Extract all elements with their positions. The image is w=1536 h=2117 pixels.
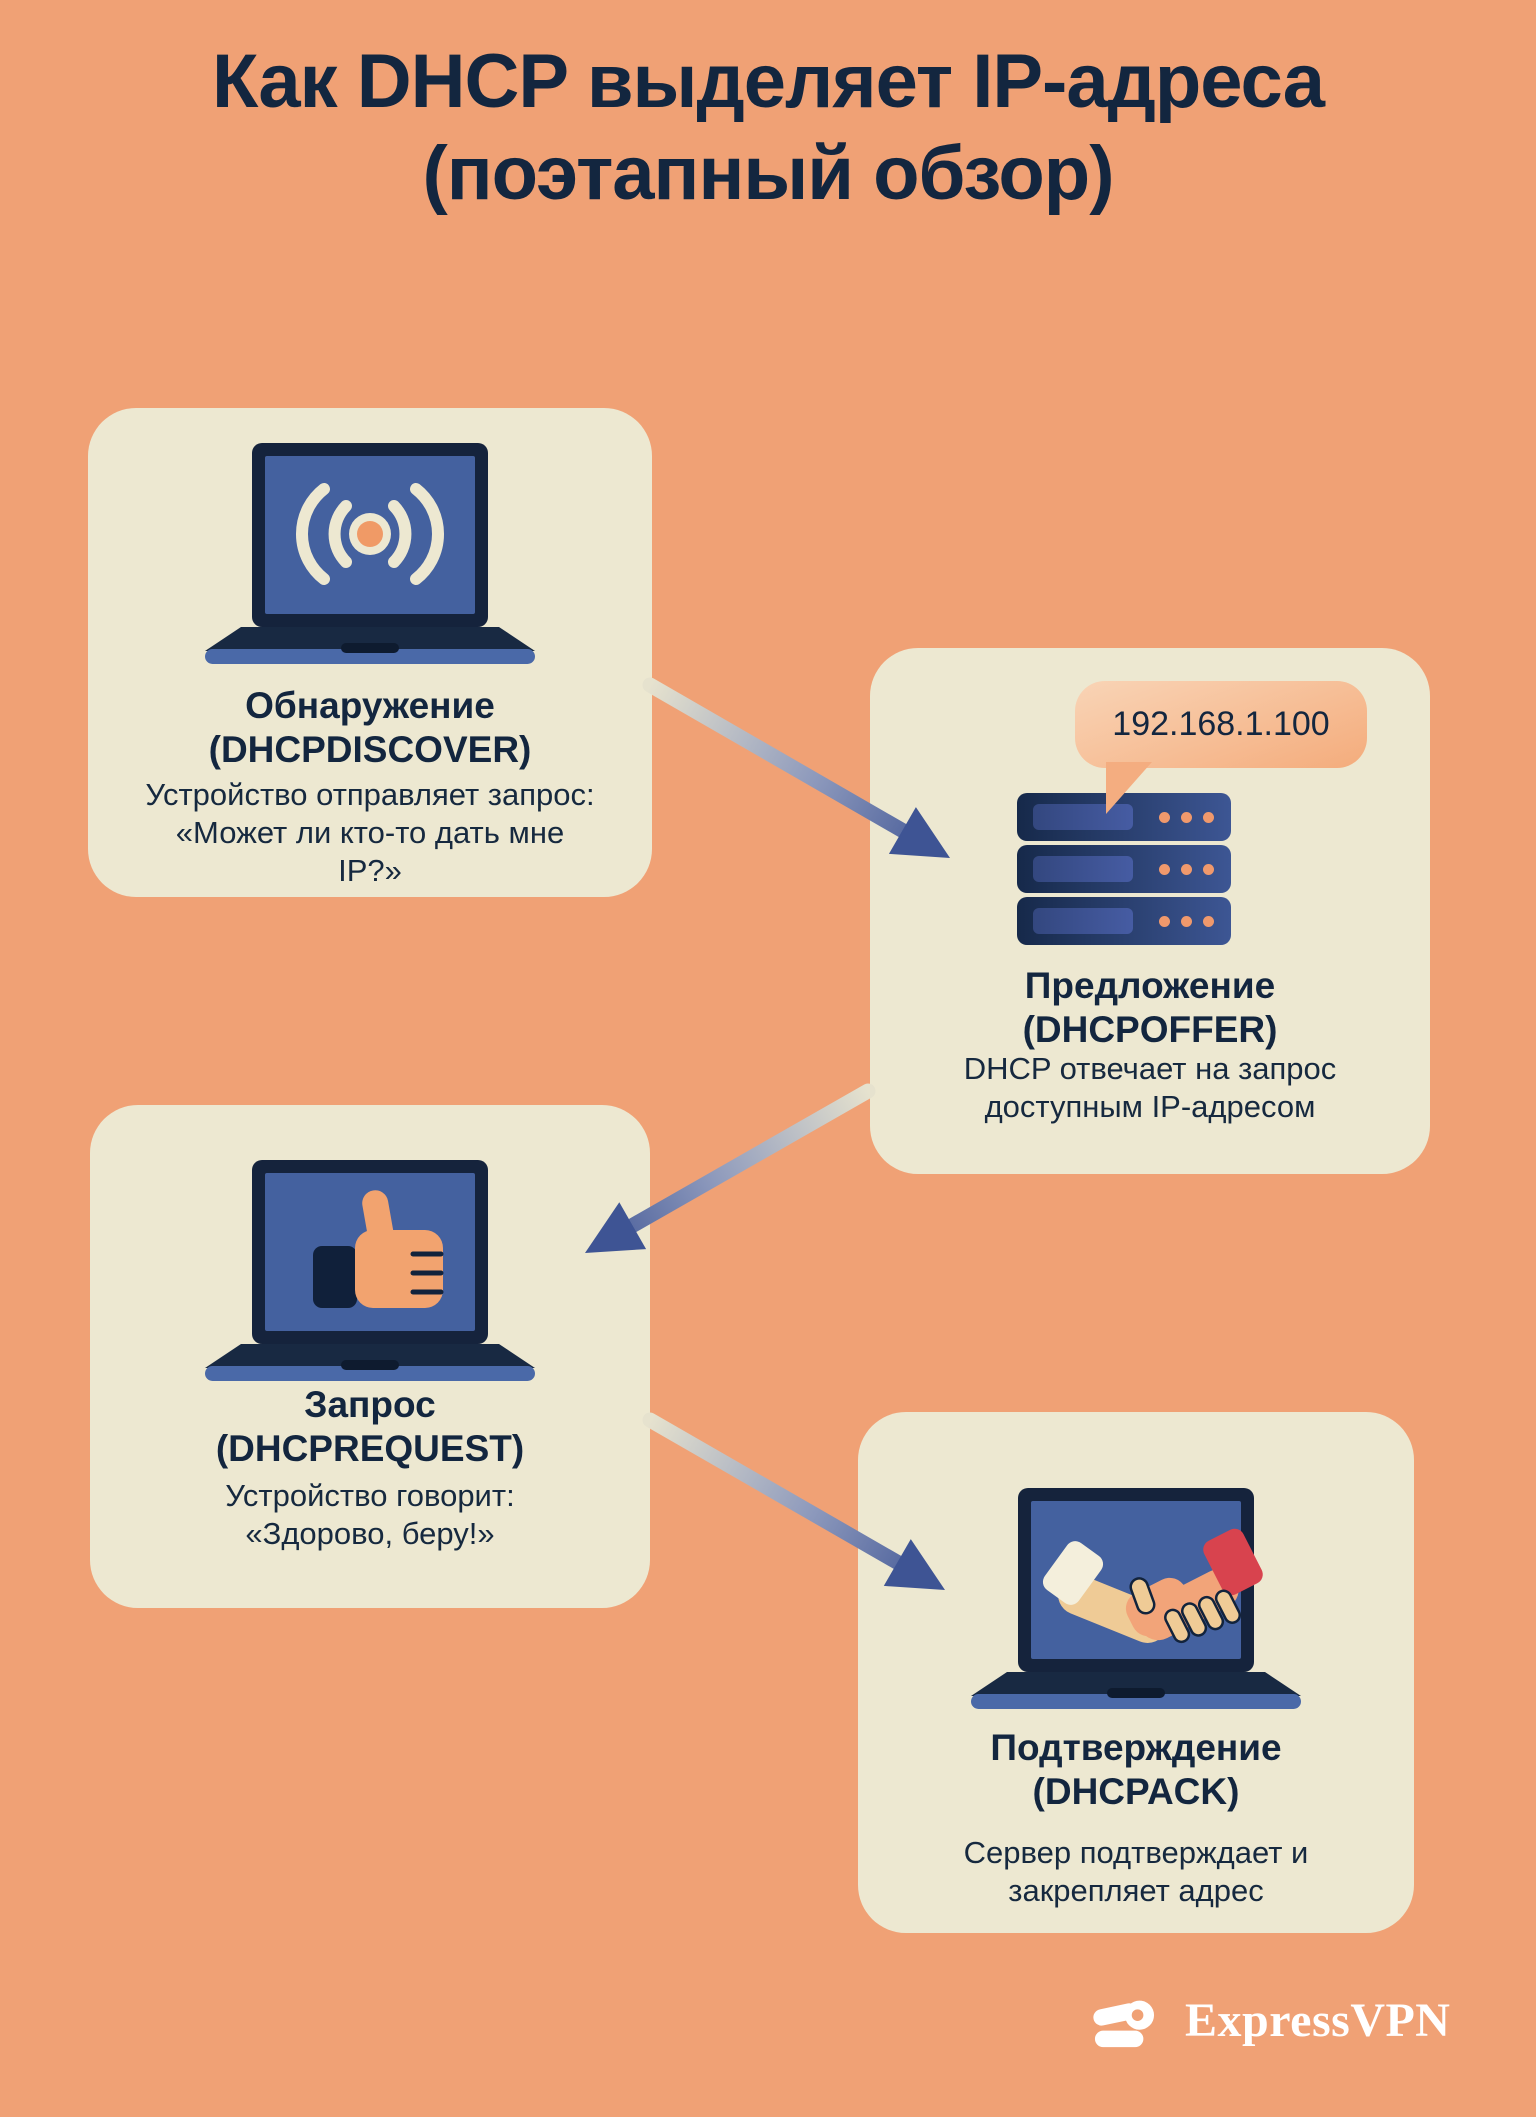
handshake-icon: [1042, 1528, 1263, 1644]
card-dhcpdiscover: Обнаружение (DHCPDISCOVER) Устройство от…: [88, 408, 652, 897]
brand-footer: ExpressVPN: [1085, 1988, 1450, 2052]
server-stack-icon: [1017, 793, 1231, 949]
laptop-broadcast-icon: [205, 443, 535, 664]
step-description: Устройство отправляет запрос: «Может ли …: [145, 777, 595, 888]
ip-address-speech-bubble: 192.168.1.100: [1075, 681, 1367, 768]
card-dhcpoffer: 192.168.1.100 Предложение (DHCPOFFER) DH…: [870, 648, 1430, 1174]
page-title-line2: (поэтапный обзор): [422, 131, 1114, 216]
laptop-handshake-icon: [971, 1488, 1301, 1709]
card-dhcprequest: Запрос (DHCPREQUEST) Устройство говорит:…: [90, 1105, 650, 1608]
step-title-line1: Предложение: [1024, 965, 1276, 1006]
broadcast-signal-icon: [296, 483, 444, 585]
speech-bubble-tail: [1106, 762, 1152, 814]
server-unit: [1017, 845, 1231, 893]
page-title-line1: Как DHCP выделяет IP-адреса: [212, 39, 1325, 124]
thumbs-up-icon: [313, 1190, 444, 1308]
brand-wordmark: ExpressVPN: [1185, 1993, 1451, 2047]
step-title-line2: (DHCPDISCOVER): [208, 729, 532, 770]
step-title-line2: (DHCPREQUEST): [215, 1428, 525, 1469]
page-title: Как DHCP выделяет IP-адреса (поэтапный о…: [0, 36, 1536, 220]
step-title-line1: Подтверждение: [990, 1727, 1282, 1768]
laptop-thumbs-up-icon: [205, 1160, 535, 1381]
step-description: Устройство говорит: «Здорово, беру!»: [225, 1478, 515, 1551]
step-title-line2: (DHCPACK): [1032, 1771, 1240, 1812]
step-title: Обнаружение (DHCPDISCOVER): [88, 684, 652, 772]
step-title: Подтверждение (DHCPACK): [858, 1726, 1414, 1814]
step-title-line1: Запрос: [304, 1384, 436, 1425]
card-dhcpack: Подтверждение (DHCPACK) Сервер подтвержд…: [858, 1412, 1414, 1933]
server-unit: [1017, 897, 1231, 945]
step-title-line2: (DHCPOFFER): [1022, 1009, 1278, 1050]
step-title: Запрос (DHCPREQUEST): [90, 1383, 650, 1471]
step-description: DHCP отвечает на запрос доступным IP-адр…: [963, 1051, 1337, 1124]
expressvpn-logomark-icon: [1093, 2000, 1155, 2048]
step-title-line1: Обнаружение: [245, 685, 495, 726]
step-title: Предложение (DHCPOFFER): [870, 964, 1430, 1052]
step-description: Сервер подтверждает и закрепляет адрес: [963, 1835, 1309, 1908]
